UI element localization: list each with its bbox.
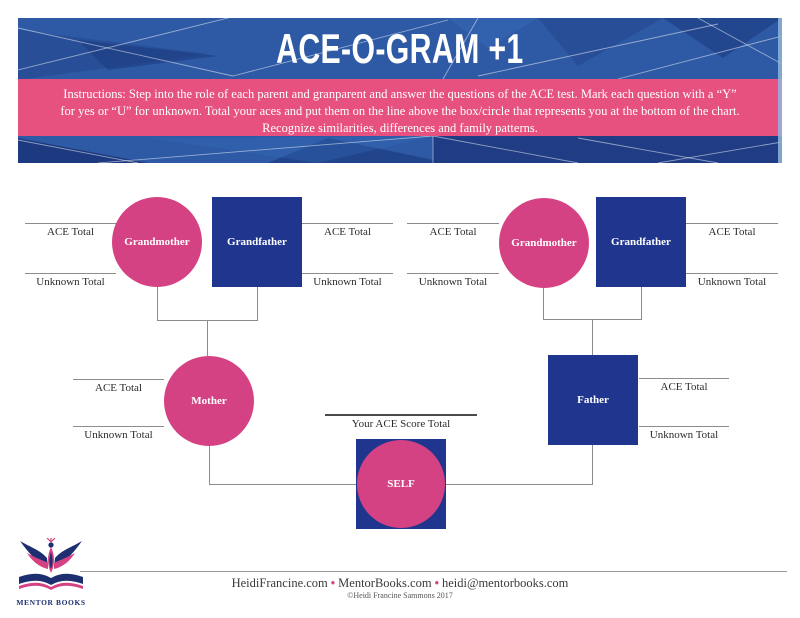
maternal-grandfather-node: Grandfather: [212, 197, 302, 287]
logo-wordmark: MENTOR BOOKS: [16, 598, 86, 607]
person-label: Grandmother: [511, 237, 577, 249]
website-link: HeidiFrancine.com: [231, 576, 328, 590]
unknown-total-write-line: [302, 273, 393, 274]
ace-total-write-line: [25, 223, 116, 224]
ace-total-label: ACE Total: [95, 382, 142, 394]
unknown-total-label: Unknown Total: [84, 429, 153, 441]
person-label: Grandfather: [611, 236, 671, 248]
instructions-line-2: for yes or “U” for unknown. Total your a…: [60, 104, 740, 118]
connector-line: [592, 319, 593, 355]
ace-total-write-line: [302, 223, 393, 224]
ace-total-label: ACE Total: [47, 226, 94, 238]
footer-divider: [80, 571, 787, 572]
ace-total-write-line: [639, 378, 729, 379]
unknown-total-write-line: [25, 273, 116, 274]
person-label: SELF: [387, 478, 415, 490]
father-node: Father: [548, 355, 638, 445]
bullet-separator: •: [434, 576, 439, 590]
ace-total-label: ACE Total: [708, 226, 756, 238]
unknown-total-label: Unknown Total: [697, 276, 767, 288]
ace-total-write-line: [73, 379, 164, 380]
unknown-total-write-line: [639, 426, 729, 427]
unknown-total-label: Unknown Total: [313, 276, 382, 288]
connector-line: [592, 445, 593, 484]
header-banner: ACE-O-GRAM +1 Instructions: Step into th…: [18, 18, 782, 163]
person-label: Grandmother: [124, 236, 190, 248]
unknown-total-label: Unknown Total: [649, 429, 719, 441]
unknown-total-label: Unknown Total: [418, 276, 488, 288]
person-label: Grandfather: [227, 236, 287, 248]
ace-total-label: ACE Total: [429, 226, 477, 238]
paternal-grandmother-node: Grandmother: [499, 198, 589, 288]
unknown-total-write-line: [73, 426, 164, 427]
paternal-grandfather-node: Grandfather: [596, 197, 686, 287]
connector-line: [157, 287, 158, 320]
ace-total-label: ACE Total: [324, 226, 371, 238]
unknown-total-write-line: [407, 273, 499, 274]
banner-edge-highlight: [778, 18, 782, 163]
copyright-notice: ©Heidi Francine Sammons 2017: [347, 591, 453, 600]
footer-contact-links: HeidiFrancine.com•MentorBooks.com•heidi@…: [200, 576, 600, 591]
connector-line: [257, 287, 258, 320]
self-node-circle: [357, 440, 445, 528]
ace-total-write-line: [686, 223, 778, 224]
connector-line: [543, 286, 544, 319]
page-title-text: ACE-O-GRAM +1: [276, 24, 524, 72]
self-score-write-line: [325, 414, 477, 416]
person-label: Mother: [191, 395, 227, 407]
connector-line: [209, 446, 210, 484]
bullet-separator: •: [330, 576, 336, 590]
connector-line: [446, 484, 593, 485]
ace-total-label: ACE Total: [660, 381, 708, 393]
mentor-books-logo: MENTOR BOOKS: [14, 537, 88, 607]
instructions-line-1: Instructions: Step into the role of each…: [63, 87, 737, 101]
mother-node: Mother: [164, 356, 254, 446]
website-link: MentorBooks.com: [338, 576, 432, 590]
phoenix-book-icon: [19, 537, 83, 590]
self-node: SELF: [356, 439, 446, 529]
connector-line: [641, 287, 642, 319]
instructions-line-3: Recognize similarities, differences and …: [262, 121, 538, 135]
unknown-total-label: Unknown Total: [36, 276, 105, 288]
connector-line: [209, 484, 356, 485]
unknown-total-write-line: [686, 273, 778, 274]
page-title: ACE-O-GRAM +1: [18, 18, 782, 79]
instructions-bar: Instructions: Step into the role of each…: [18, 79, 782, 136]
self-score-label: Your ACE Score Total: [351, 418, 451, 430]
email-link: heidi@mentorbooks.com: [441, 576, 569, 590]
ace-total-write-line: [407, 223, 499, 224]
maternal-grandmother-node: Grandmother: [112, 197, 202, 287]
person-label: Father: [577, 394, 609, 406]
connector-line: [207, 320, 208, 356]
